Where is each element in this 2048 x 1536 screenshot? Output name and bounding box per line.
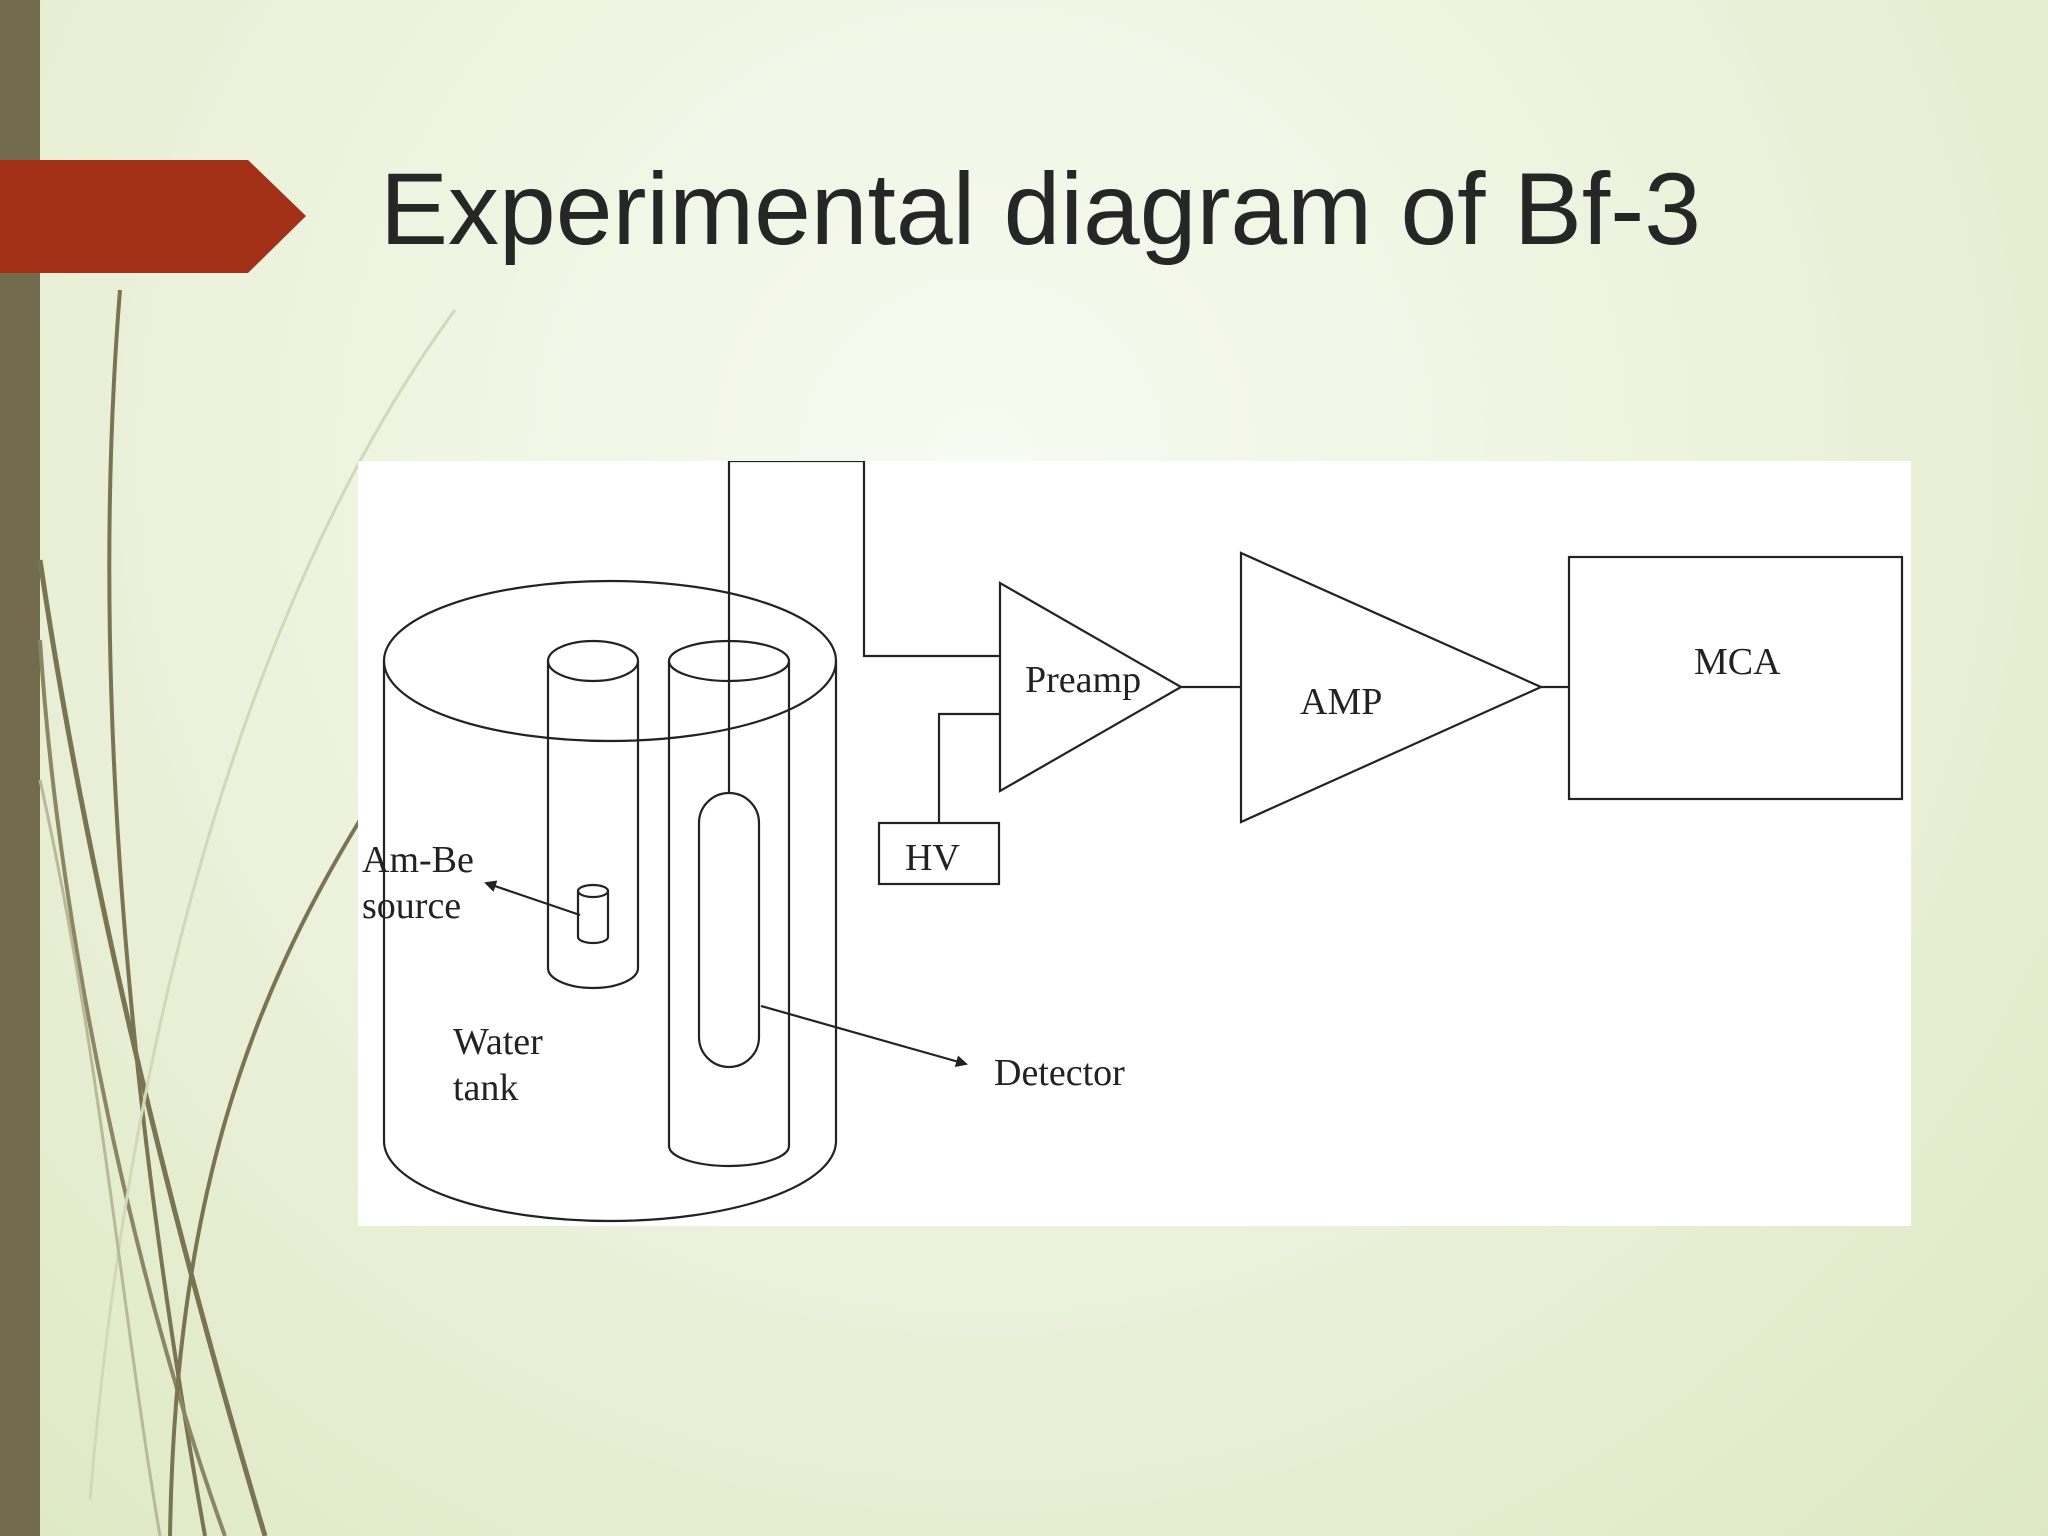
- water-tank: [382, 579, 838, 1223]
- hv-cable: [937, 712, 1000, 823]
- hv-label: HV: [905, 837, 960, 879]
- source-label-line2: source: [362, 885, 461, 927]
- amp-block: [1239, 551, 1544, 824]
- amp-label: AMP: [1300, 681, 1382, 723]
- bf3-detector: [697, 791, 761, 1069]
- mca-label: MCA: [1694, 641, 1781, 683]
- source-tube: [546, 639, 640, 990]
- slide-title: Experimental diagram of Bf-3: [380, 152, 1701, 266]
- title-accent-arrow: [0, 160, 306, 273]
- detector-label: Detector: [994, 1052, 1125, 1094]
- tank-label-line2: tank: [453, 1067, 518, 1109]
- source-callout-arrow: [484, 880, 581, 917]
- decorative-grass-lines: [37, 289, 457, 1536]
- preamp-block: [998, 581, 1184, 793]
- am-be-source-capsule: [576, 883, 610, 945]
- preamp-label: Preamp: [1025, 659, 1141, 701]
- tank-label-line1: Water: [453, 1021, 543, 1063]
- detector-callout-arrow: [760, 1004, 968, 1068]
- experimental-diagram: Am-Be source Water tank Detector HV Prea…: [358, 461, 1911, 1226]
- signal-cable: [727, 461, 1000, 793]
- source-label-line1: Am-Be: [362, 839, 474, 881]
- mca-box: [1567, 555, 1904, 801]
